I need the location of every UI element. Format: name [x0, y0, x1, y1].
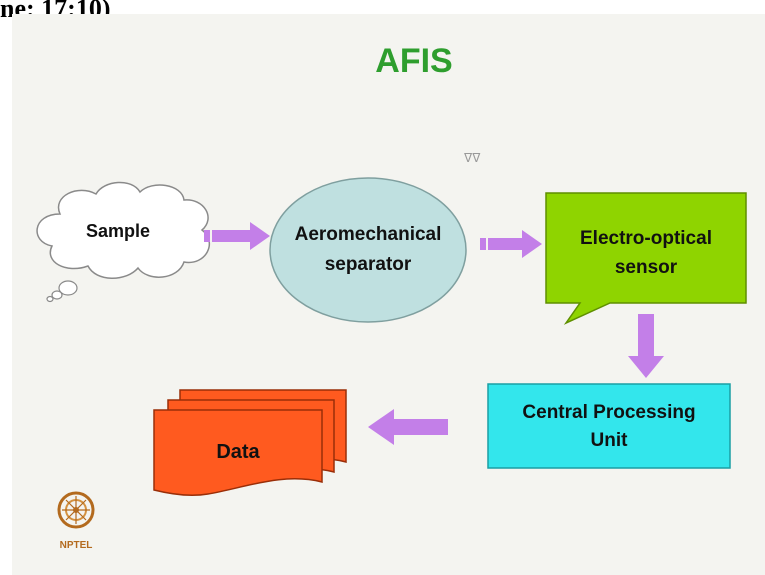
slide-title: AFIS [375, 42, 452, 80]
cursor-mark: ᐁᐁ [464, 151, 481, 165]
sample-label: Sample [86, 221, 150, 241]
separator-ellipse [269, 177, 467, 323]
separator-label-line1: Aeromechanical [295, 224, 442, 245]
arrow-cpu-to-data [368, 409, 448, 445]
sensor-label-line1: Electro-optical [580, 228, 712, 249]
sample-cloud [36, 181, 211, 303]
cpu-label-line1: Central Processing [522, 402, 695, 423]
data-documents [153, 389, 347, 496]
arrow-sample-to-separator [204, 222, 270, 250]
cpu-box [487, 383, 731, 469]
nptel-logo [57, 491, 95, 529]
nptel-logo-text: NPTEL [60, 540, 93, 551]
separator-label-line2: separator [325, 254, 412, 275]
sensor-label-line2: sensor [615, 257, 678, 278]
data-label: Data [216, 441, 260, 463]
sensor-callout [545, 192, 747, 325]
cpu-label-line2: Unit [591, 430, 629, 451]
arrow-separator-to-sensor [480, 230, 542, 258]
arrow-sensor-to-cpu [628, 314, 664, 378]
